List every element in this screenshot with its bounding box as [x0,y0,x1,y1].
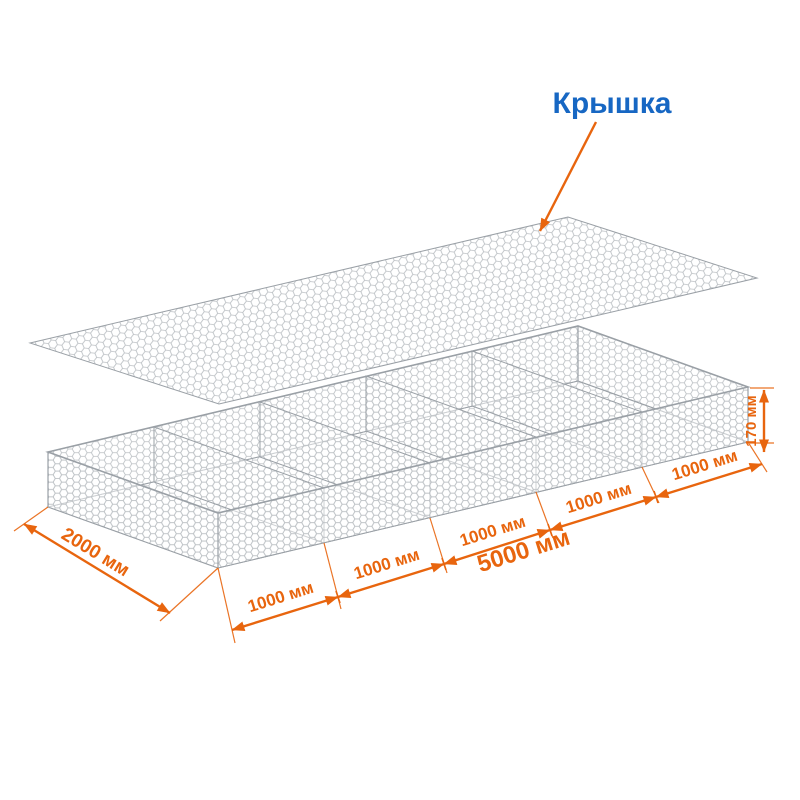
segment-label-1: 1000 мм [246,578,316,616]
length-tick-4 [653,490,659,504]
gabion-box [46,325,750,569]
length-tick-1 [335,590,341,604]
length-segment-line-5 [655,462,763,499]
segment-label-4: 1000 мм [564,479,634,517]
segment-label-2: 1000 мм [352,545,422,583]
lid-mesh-sheet [28,216,759,405]
width-dimension-line [23,522,171,615]
lid-leader-line [538,121,598,232]
length-tick-2 [441,557,447,571]
lid-panel [28,216,759,405]
length-segment-line-3 [443,528,551,566]
box-edges [45,325,751,568]
length-segment-line-2 [337,562,445,599]
length-segment-line-1 [231,595,339,632]
lid-label: Крышка [553,87,672,120]
length-extension-line-0 [217,567,236,644]
length-extension-line-5 [747,441,768,473]
dimension-lines [13,121,774,644]
length-segment-line-4 [549,495,657,532]
length-tick-3 [547,523,553,537]
height-dimension-label: 170 мм [743,395,760,446]
width-extension-line-1 [13,506,49,532]
